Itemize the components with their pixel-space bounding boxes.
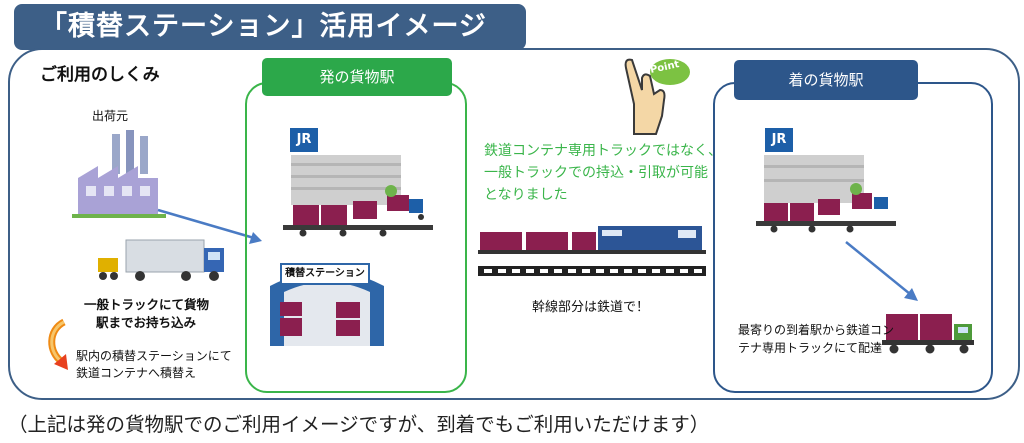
general-truck-icon [98,239,224,281]
truck-caption-2: 駅までお持ち込み [96,315,197,330]
transfer-caption-2: 鉄道コンテナへ積替え [76,366,197,380]
footer-note: （上記は発の貨物駅でのご利用イメージですが、到着でもご利用いただけます） [8,413,710,436]
point-hand-icon [624,58,690,135]
dest-depot-icon [756,155,896,233]
origin-depot-icon [283,155,433,237]
jr-logo-origin: JR [290,128,318,152]
container-truck-icon [882,314,974,354]
point-text-3: となりました [484,187,568,203]
title-banner: 「積替ステーション」活用イメージ [14,4,526,50]
transfer-station-icon [270,271,384,346]
shipper-label: 出荷元 [92,109,129,123]
freight-train-icon [478,226,706,276]
arrow-to-delivery-icon [845,241,918,301]
transfer-caption-1: 駅内の積替ステーションにて [76,349,232,363]
arrow-to-station-icon [157,208,262,244]
delivery-caption-2: テナ専用トラックにて配達 [738,341,883,355]
factory-icon [72,130,166,218]
jr-logo-dest: JR [765,128,793,152]
point-text-1: 鉄道コンテナ専用トラックではなく、 [484,143,722,159]
section-label: ご利用のしくみ [40,65,160,85]
outer-frame [8,48,1020,400]
rail-caption: 幹線部分は鉄道で！ [532,300,650,315]
dest-station-header: 着の貨物駅 [734,60,918,100]
origin-station-header: 発の貨物駅 [262,58,452,96]
station-sign: 積替ステーション [280,263,370,285]
truck-caption-1: 一般トラックにて貨物 [84,297,210,312]
delivery-caption-1: 最寄りの到着駅から鉄道コン [738,323,895,337]
point-text-2: 一般トラックでの持込・引取が可能 [484,165,708,181]
curved-arrow-icon [48,318,68,370]
